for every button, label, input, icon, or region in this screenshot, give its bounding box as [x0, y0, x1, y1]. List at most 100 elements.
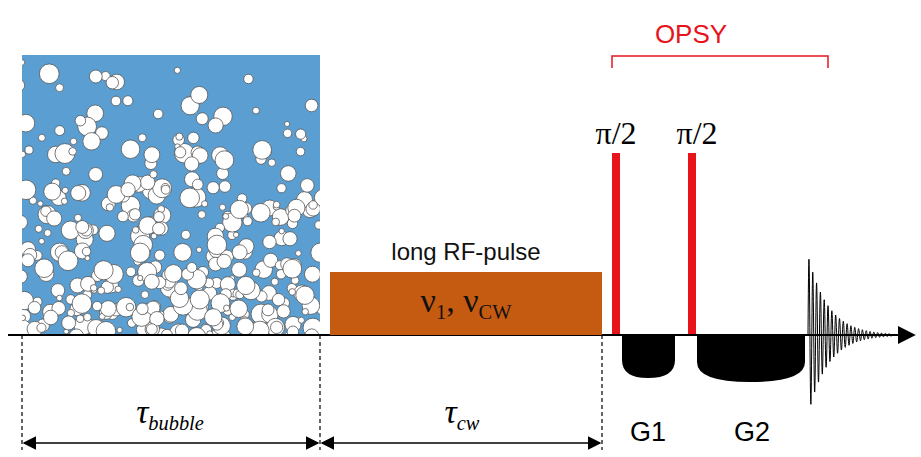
bubble — [76, 221, 89, 234]
bubble — [138, 275, 143, 280]
bubble — [309, 201, 317, 209]
gradient-label: G1 — [630, 417, 666, 447]
bubble — [198, 211, 206, 219]
bubble — [272, 218, 280, 226]
bubble — [188, 328, 206, 335]
gradient-lobe — [697, 335, 805, 382]
bubble — [202, 201, 208, 207]
rf-pulse-box: long RF-pulse ν1, νCW — [330, 238, 602, 335]
bubble — [35, 225, 42, 232]
bubble — [22, 315, 26, 321]
bubble — [89, 70, 102, 83]
bubble — [215, 151, 234, 170]
bubble — [279, 228, 285, 234]
bubble — [133, 275, 144, 286]
opsy-bracket — [612, 56, 828, 68]
pulse-angle: π/2 — [595, 117, 636, 149]
bubble — [296, 147, 305, 156]
bubble — [288, 209, 301, 222]
bubble — [51, 284, 65, 298]
bubble — [175, 324, 188, 335]
bubble — [69, 148, 77, 156]
bubble — [74, 214, 81, 221]
pulse-name: long RF-pulse — [330, 238, 602, 266]
sequence-name: OPSY — [655, 19, 727, 49]
bubble — [277, 184, 286, 193]
bubble — [39, 238, 45, 244]
bubble — [284, 121, 289, 126]
bubble — [22, 270, 27, 283]
bubble — [244, 74, 253, 83]
bubble — [280, 166, 296, 182]
bubble — [144, 274, 159, 289]
bubble — [153, 222, 166, 235]
duration-arrow — [24, 442, 318, 444]
bubble — [165, 265, 183, 283]
bubble — [208, 118, 223, 133]
bubble — [219, 204, 225, 210]
bubble — [100, 301, 116, 317]
bubble — [61, 198, 67, 204]
bubble — [89, 168, 103, 182]
bubble — [57, 295, 63, 301]
bubble — [315, 221, 320, 229]
bubble — [154, 212, 165, 223]
bubble — [263, 235, 276, 248]
bubble — [237, 276, 255, 294]
bubble — [243, 217, 252, 226]
bubble — [129, 209, 140, 220]
bubble — [111, 96, 121, 106]
bubble — [121, 183, 135, 197]
bubbles — [22, 59, 320, 335]
bubble — [188, 132, 199, 143]
bubble — [311, 243, 320, 262]
bubble — [180, 188, 200, 208]
bubble — [22, 254, 34, 267]
dashed-marker — [319, 335, 320, 450]
bubble — [138, 134, 146, 142]
bubble — [121, 140, 140, 159]
bubble — [207, 182, 219, 194]
rf-pulse-bar — [612, 153, 620, 335]
duration-label: τcw — [445, 395, 480, 434]
bubble — [271, 278, 278, 285]
bubble — [153, 109, 163, 119]
bubble — [75, 115, 86, 126]
bubble — [132, 227, 139, 234]
bubble — [224, 305, 230, 311]
bubble — [144, 147, 160, 163]
bubble — [268, 159, 276, 167]
bubble — [205, 309, 222, 326]
bubble — [223, 213, 229, 219]
bubble — [76, 315, 84, 323]
rf-pulse-block: ν1, νCW — [330, 272, 602, 335]
bubble — [230, 300, 247, 317]
bubble — [273, 201, 280, 208]
bubble — [84, 313, 92, 321]
bubble — [262, 304, 274, 316]
bubble — [217, 254, 231, 268]
bubble — [126, 303, 134, 311]
bubble — [126, 267, 136, 277]
pulse-angle: π/2 — [595, 115, 636, 151]
bubble — [270, 321, 282, 333]
bubble — [192, 179, 203, 190]
bubble — [72, 294, 92, 314]
bubble — [176, 133, 183, 140]
bubble — [28, 301, 41, 314]
fid-signal — [808, 259, 892, 404]
bubble — [175, 282, 188, 295]
bubble — [232, 262, 247, 277]
bubble — [181, 230, 190, 239]
bubble — [253, 107, 260, 114]
bubble — [39, 64, 59, 84]
bubble — [185, 157, 199, 171]
bubble — [44, 310, 59, 325]
bubble — [123, 96, 133, 106]
bubble — [37, 323, 46, 332]
bubble — [106, 76, 118, 88]
bubble — [44, 183, 61, 200]
bubble — [207, 235, 226, 254]
bubble — [82, 247, 91, 256]
